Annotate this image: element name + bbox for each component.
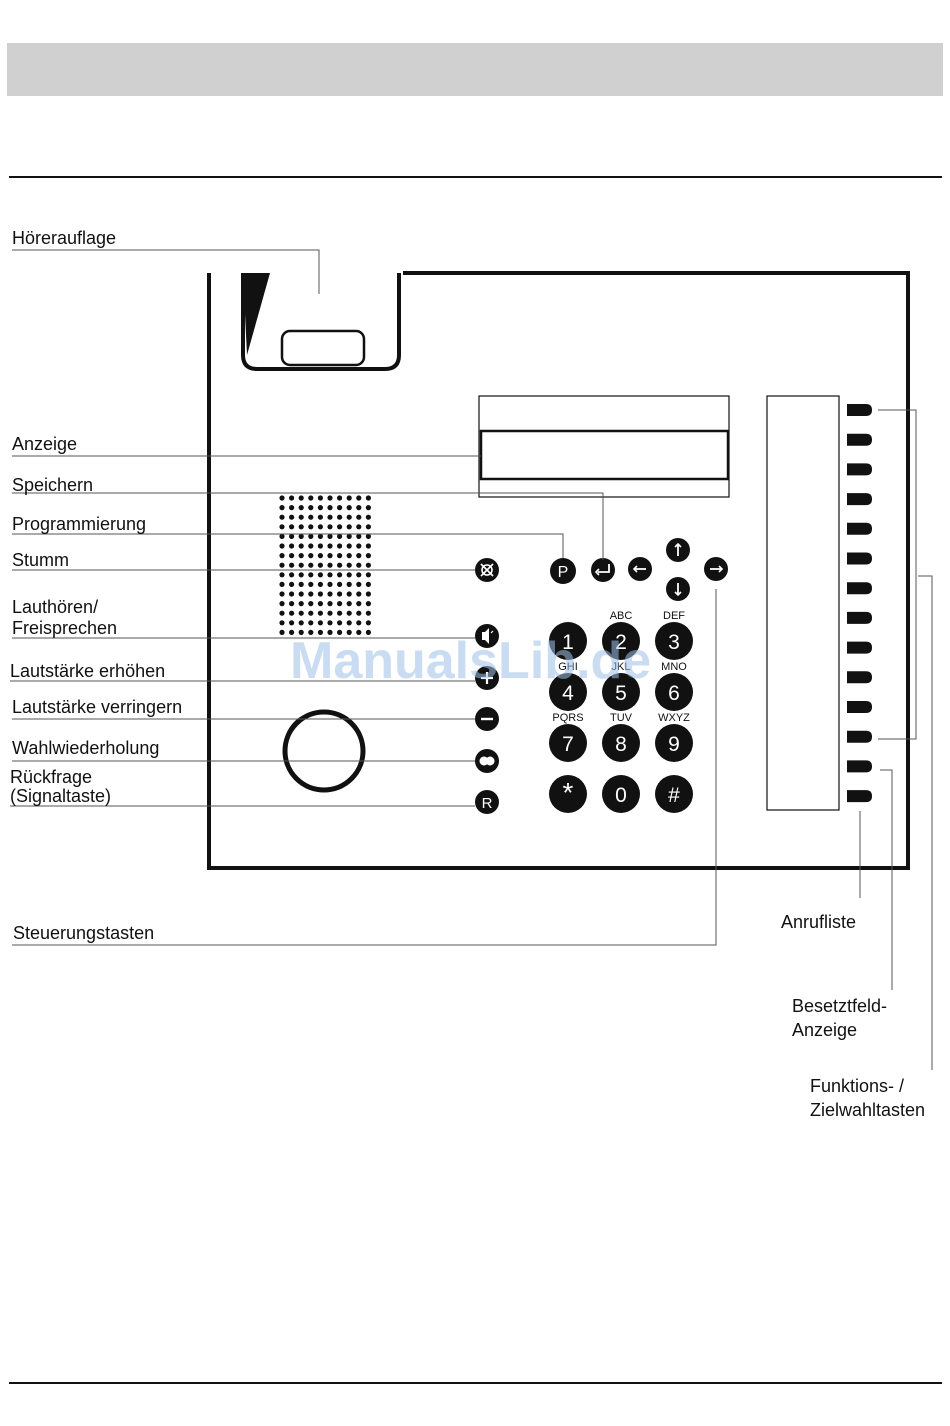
top-rule — [9, 176, 942, 178]
keypad-letters: WXYZ — [658, 712, 690, 724]
label-anzeige: Anzeige — [12, 434, 78, 454]
dial-keypad: 1 2 ABC 3 DEF 4 GHI 5 JKL 6 MNO 7 PQRS 8 TUV 9 WXYZ * 0 # — [549, 610, 693, 813]
label-anrufliste: Anrufliste — [781, 912, 857, 932]
keypad-key[interactable]: 6 MNO — [655, 661, 693, 711]
keypad-letters: MNO — [661, 661, 687, 673]
redial-button[interactable] — [475, 749, 499, 773]
label-lauthoeren-line2: Freisprechen — [12, 618, 118, 638]
function-key[interactable] — [847, 433, 872, 446]
save-button[interactable] — [591, 558, 615, 582]
function-key[interactable] — [847, 671, 872, 684]
function-key[interactable] — [847, 552, 872, 565]
left-arrow-button[interactable] — [628, 557, 652, 581]
function-key[interactable] — [847, 760, 872, 773]
keypad-key[interactable]: 4 GHI — [549, 661, 587, 711]
keypad-key[interactable]: 9 WXYZ — [655, 712, 693, 762]
keypad-key[interactable]: # — [655, 775, 693, 813]
label-speichern: Speichern — [12, 475, 94, 495]
handset-cradle — [241, 273, 401, 371]
volume-down-button[interactable] — [475, 707, 499, 731]
keypad-digit: * — [563, 777, 574, 808]
up-arrow-button[interactable] — [666, 538, 690, 562]
label-funktions-line1: Funktions- / — [810, 1076, 905, 1096]
volume-up-button[interactable] — [475, 666, 499, 690]
function-key[interactable] — [847, 701, 872, 713]
function-key[interactable] — [847, 641, 872, 654]
keypad-letters: TUV — [610, 712, 633, 724]
keypad-key[interactable]: 5 JKL — [602, 661, 640, 711]
keypad-digit: # — [668, 784, 680, 807]
function-key[interactable] — [847, 611, 872, 624]
down-arrow-button[interactable] — [666, 577, 690, 601]
function-key[interactable] — [847, 582, 872, 595]
mute-button[interactable] — [475, 558, 499, 582]
keypad-key[interactable]: 0 — [602, 775, 640, 813]
label-funktions-line2: Zielwahltasten — [810, 1100, 926, 1120]
function-key[interactable] — [847, 522, 872, 535]
header-band — [7, 43, 943, 96]
label-hoererauflage: Hörerauflage — [12, 228, 117, 248]
label-strip — [766, 395, 840, 811]
phone-body — [207, 271, 910, 870]
keypad-letters: ABC — [610, 610, 633, 622]
keypad-digit: 1 — [562, 631, 574, 654]
speaker-grille — [279, 495, 371, 636]
keypad-letters: PQRS — [552, 712, 583, 724]
right-arrow-button[interactable] — [704, 557, 728, 581]
keypad-letters: DEF — [663, 610, 685, 622]
label-rueckfrage-line2: (Signaltaste) — [10, 786, 112, 806]
label-steuerungstasten: Steuerungstasten — [13, 923, 155, 943]
label-wahlwiederholung: Wahlwiederholung — [12, 738, 160, 758]
keypad-digit: 2 — [615, 631, 627, 654]
label-lauthoeren-line1: Lauthören/ — [12, 597, 99, 617]
function-key[interactable] — [847, 404, 872, 416]
function-key[interactable] — [847, 493, 872, 506]
keypad-key[interactable]: 1 — [549, 622, 587, 660]
keypad-letters: GHI — [558, 661, 578, 673]
recall-button[interactable]: R — [475, 790, 499, 814]
keypad-letters: JKL — [612, 661, 631, 673]
label-leiser: Lautstärke verringern — [12, 697, 183, 717]
keypad-digit: 4 — [562, 682, 574, 705]
keypad-digit: 0 — [615, 784, 627, 807]
label-rueckfrage-line1: Rückfrage — [10, 767, 93, 787]
keypad-key[interactable]: 2 ABC — [602, 610, 640, 660]
keypad-digit: 9 — [668, 733, 680, 756]
label-programmierung: Programmierung — [12, 514, 147, 534]
keypad-digit: 3 — [668, 631, 680, 654]
bottom-rule — [9, 1382, 942, 1384]
microphone-ring — [282, 709, 366, 793]
function-key[interactable] — [847, 463, 872, 476]
keypad-key[interactable]: * — [549, 775, 587, 813]
label-besetztfeld-line1: Besetztfeld- — [792, 996, 888, 1016]
recall-button-label: R — [482, 795, 493, 812]
speaker-button[interactable] — [475, 624, 499, 648]
label-besetztfeld-line2: Anzeige — [792, 1020, 858, 1040]
keypad-key[interactable]: 8 TUV — [602, 712, 640, 762]
function-key[interactable] — [847, 730, 872, 743]
keypad-digit: 7 — [562, 733, 574, 756]
keypad-digit: 8 — [615, 733, 627, 756]
label-stumm: Stumm — [12, 550, 70, 570]
function-key[interactable] — [847, 790, 872, 803]
keypad-key[interactable]: 7 PQRS — [549, 712, 587, 762]
program-button-label: P — [558, 564, 569, 581]
callout-lines — [10, 249, 933, 1070]
label-lauter: Lautstärke erhöhen — [10, 661, 166, 681]
keypad-digit: 6 — [668, 682, 680, 705]
keypad-digit: 5 — [615, 682, 627, 705]
function-keys — [847, 404, 872, 803]
watermark: ManualsLib.de — [290, 632, 651, 690]
keypad-key[interactable]: 3 DEF — [655, 610, 693, 660]
display — [478, 395, 730, 498]
program-button[interactable]: P — [550, 558, 576, 584]
